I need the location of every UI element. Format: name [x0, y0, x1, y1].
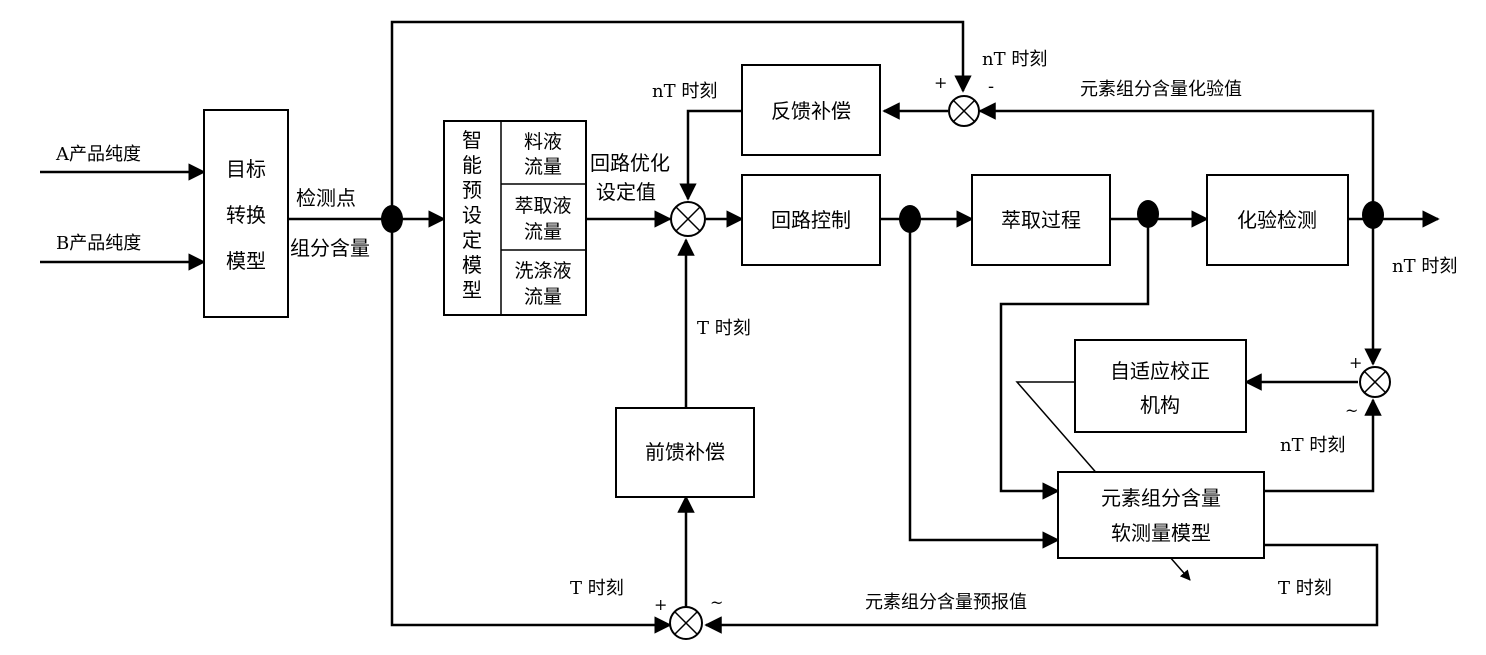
extraction-branch-dot — [1137, 200, 1159, 228]
feedback-to-sum-line — [679, 109, 742, 201]
input-b-label: B产品纯度 — [56, 233, 141, 254]
soft-to-right-sum-line — [1264, 398, 1382, 493]
nT-right-label: nT 时刻 — [1392, 256, 1457, 277]
T-bottom-right-label: T 时刻 — [1278, 578, 1332, 599]
detect-branch-dot — [381, 205, 403, 233]
soft-sensor-block — [1057, 471, 1265, 559]
input-a-label: A产品纯度 — [55, 144, 141, 165]
nT-lower-label: nT 时刻 — [1280, 435, 1345, 456]
preset-char-1: 智 — [462, 128, 482, 152]
loop-to-soft-line — [908, 219, 1060, 549]
feed-flow-line-2: 流量 — [524, 156, 562, 178]
preset-char-7: 型 — [462, 278, 482, 302]
feed-flow-line-1: 料液 — [524, 131, 562, 153]
preset-char-2: 能 — [462, 153, 482, 177]
bottom-summing-junction — [669, 606, 703, 640]
loop-control-label: 回路控制 — [771, 208, 851, 232]
wash-flow-line-1: 洗涤液 — [514, 260, 571, 282]
lab-test-label: 化验检测 — [1237, 208, 1317, 232]
bottom-sum-tilde: ~ — [710, 593, 723, 612]
extract-flow-line-1: 萃取液 — [514, 195, 571, 217]
preset-char-6: 模 — [462, 253, 482, 277]
loop-branch-dot — [899, 205, 921, 233]
adaptive-block — [1074, 339, 1247, 433]
extraction-process-label: 萃取过程 — [1001, 208, 1081, 232]
top-summing-junction — [948, 95, 980, 127]
forecast-value-label: 元素组分含量预报值 — [865, 592, 1027, 613]
right-sum-plus: + — [1349, 353, 1362, 372]
lab-value-line — [978, 102, 1375, 219]
loop-control-block — [741, 174, 881, 266]
nT-left-label: nT 时刻 — [652, 81, 717, 102]
T-mid-label: T 时刻 — [697, 318, 751, 339]
right-summing-junction — [1359, 366, 1391, 398]
loop-setpoint-line-2: 设定值 — [596, 180, 656, 204]
lab-value-label: 元素组分含量化验值 — [1080, 79, 1242, 100]
detect-top-loop — [390, 20, 972, 219]
target-model-line-1: 目标 — [226, 157, 266, 181]
feedforward-label: 前馈补偿 — [645, 440, 725, 464]
target-model-block — [203, 109, 289, 318]
component-content-label: 组分含量 — [290, 236, 370, 260]
lab-test-block — [1206, 174, 1349, 266]
detect-bottom-loop — [390, 219, 672, 634]
extraction-process-block — [971, 174, 1111, 266]
soft-to-bottom-sum-line — [704, 543, 1379, 634]
feedforward-block — [615, 407, 755, 498]
top-sum-minus: - — [988, 76, 994, 97]
top-sum-plus: + — [934, 73, 947, 92]
loop-setpoint-line-1: 回路优化 — [590, 151, 670, 175]
extraction-to-soft-line — [999, 219, 1150, 500]
preset-model-block — [443, 120, 587, 316]
feedback-block — [741, 64, 881, 156]
preset-char-4: 设 — [462, 203, 482, 227]
feedback-label: 反馈补偿 — [771, 99, 851, 123]
adaptive-line-1: 自适应校正 — [1110, 359, 1210, 383]
soft-sensor-line-1: 元素组分含量 — [1101, 486, 1221, 510]
preset-char-5: 定 — [462, 228, 482, 252]
lab-branch-dot — [1362, 201, 1384, 229]
main-summing-junction — [670, 201, 706, 237]
T-bottom-left-label: T 时刻 — [570, 578, 624, 599]
soft-sensor-line-2: 软测量模型 — [1111, 521, 1211, 545]
adaptive-line-2: 机构 — [1140, 393, 1180, 417]
target-model-line-3: 模型 — [226, 249, 266, 273]
preset-char-3: 预 — [462, 178, 482, 202]
nT-top-label: nT 时刻 — [982, 49, 1047, 70]
detect-point-label: 检测点 — [296, 186, 356, 210]
target-model-line-2: 转换 — [226, 203, 266, 227]
bottom-sum-plus: + — [654, 595, 667, 614]
extract-flow-line-2: 流量 — [524, 221, 562, 243]
wash-flow-line-2: 流量 — [524, 286, 562, 308]
right-sum-tilde: ~ — [1345, 401, 1358, 420]
